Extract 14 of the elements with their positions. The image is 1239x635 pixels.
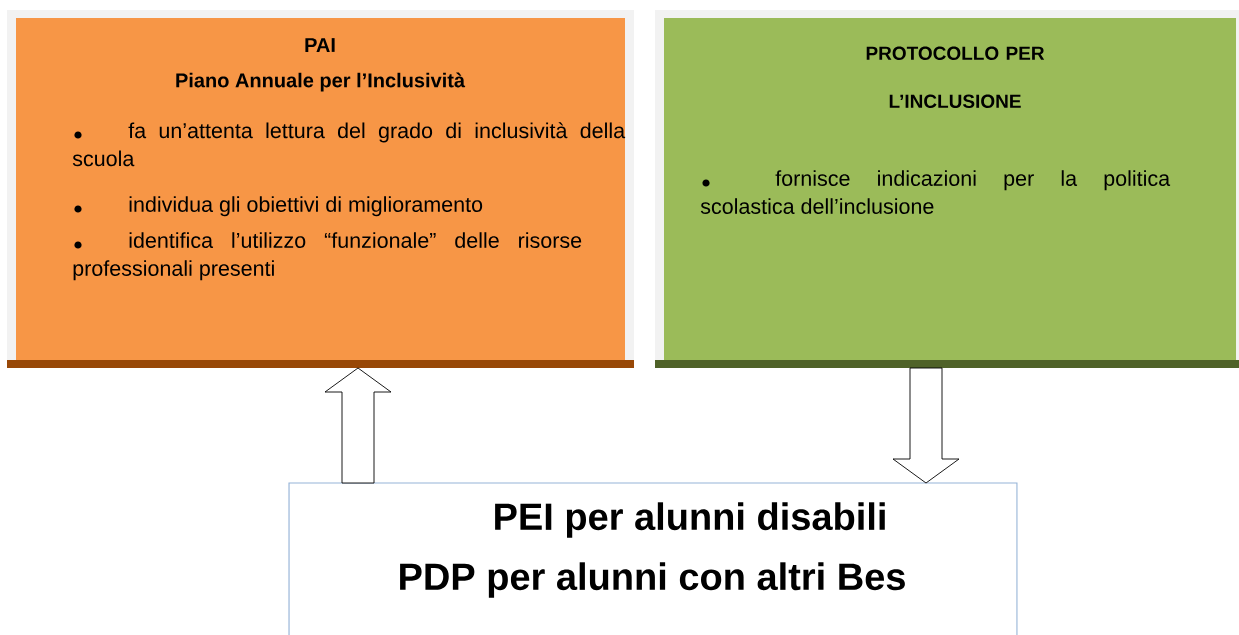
bullet-item: individua gli obiettivi di miglioramento xyxy=(74,196,483,217)
heading: PEI per alunni disabili xyxy=(495,502,885,538)
bullet-item: identifica l’utilizzo “funzionale” delle risorse professionali presenti xyxy=(73,232,582,281)
heading: PROTOCOLLO PER L’INCLUSIONE xyxy=(866,46,1045,108)
block-arrow xyxy=(324,367,392,484)
text-box xyxy=(288,482,1018,635)
heading: PDP per alunni con altri Bes xyxy=(400,562,905,598)
bullet-item: fornisce indicazioni per la politica scolastica dell’inclusione xyxy=(700,170,1171,214)
card xyxy=(655,10,1239,368)
heading: PAI xyxy=(305,38,335,52)
card xyxy=(7,10,634,368)
bullet-item: fa un’attenta lettura del grado di inclusività della scuola xyxy=(72,122,626,167)
block-arrow xyxy=(892,367,960,484)
heading: Piano Annuale per l’Inclusività xyxy=(176,72,466,92)
